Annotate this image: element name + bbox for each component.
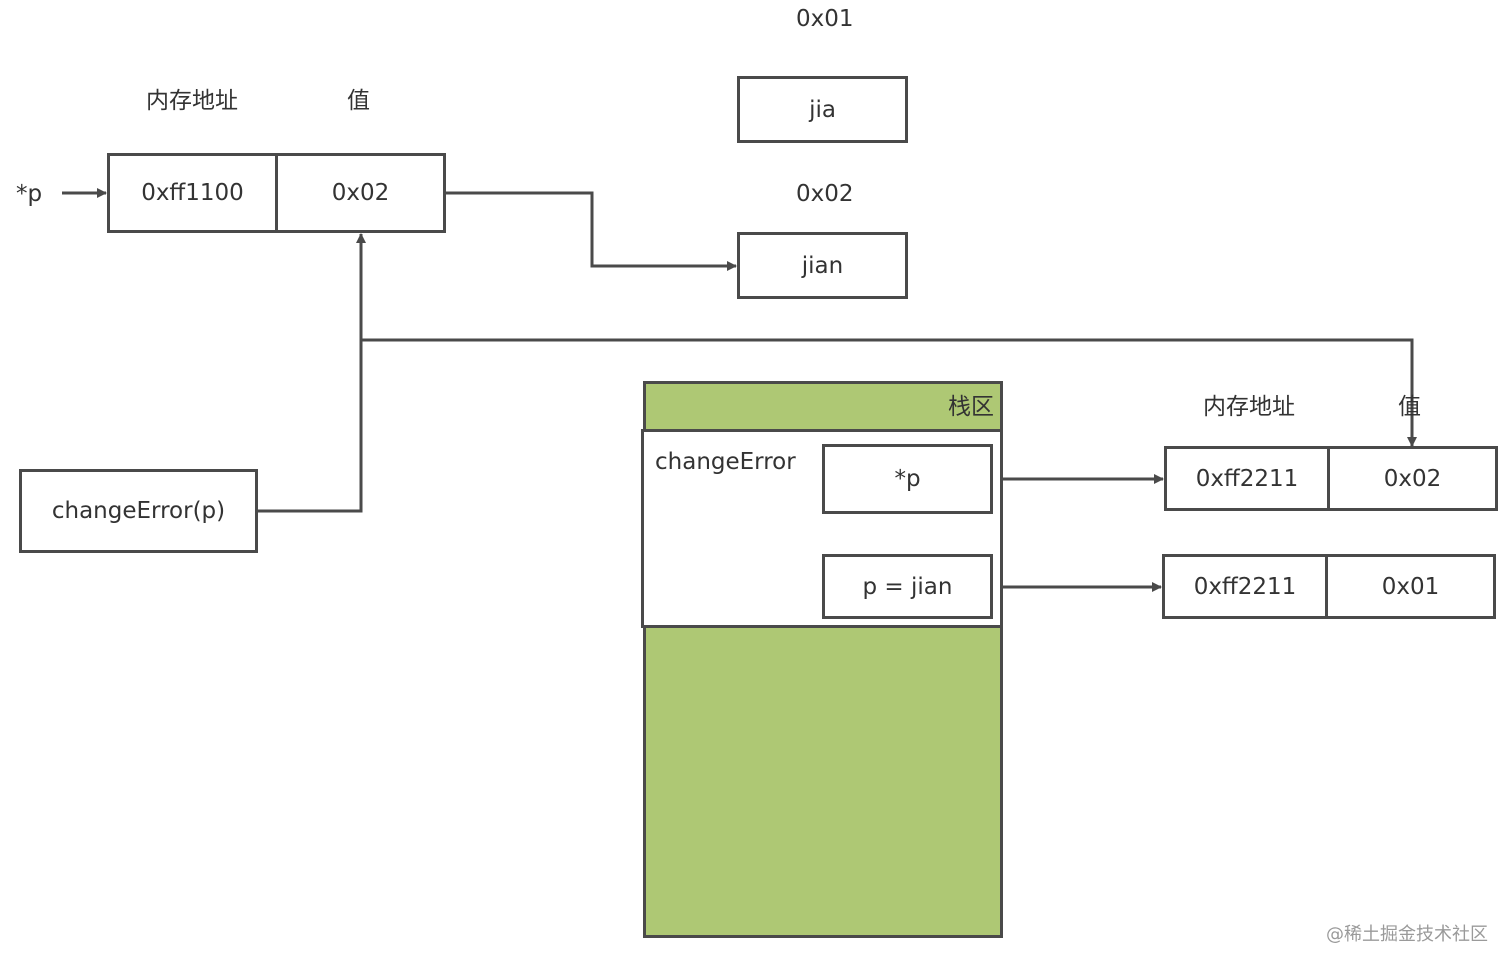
right-addr-header: 内存地址 bbox=[1203, 394, 1295, 420]
top-addr-cell: 0xff1100 bbox=[107, 153, 278, 233]
mem-value-2: jian bbox=[737, 232, 908, 299]
mem-addr-1: 0x01 bbox=[796, 6, 854, 32]
top-addr-header: 内存地址 bbox=[146, 88, 238, 114]
mem-addr-2: 0x02 bbox=[796, 181, 854, 207]
value-to-jian-arrow bbox=[446, 191, 737, 271]
call-to-value-arrow bbox=[257, 233, 366, 513]
top-val-header: 值 bbox=[347, 88, 370, 114]
watermark: @稀土掘金技术社区 bbox=[1326, 924, 1488, 945]
right-row2-addr: 0xff2211 bbox=[1162, 554, 1328, 619]
slot-pointer: *p bbox=[822, 444, 993, 514]
pointer-label: *p bbox=[16, 181, 43, 207]
branch-to-right-value-arrow bbox=[361, 338, 1417, 447]
call-box: changeError(p) bbox=[19, 469, 258, 553]
stack-title: 栈区 bbox=[948, 394, 994, 420]
mem-value-1: jia bbox=[737, 76, 908, 143]
slot-assign: p = jian bbox=[822, 554, 993, 619]
frame-name: changeError bbox=[655, 449, 796, 475]
right-row1-val: 0x02 bbox=[1327, 446, 1498, 511]
right-row2-val: 0x01 bbox=[1325, 554, 1496, 619]
right-row1-addr: 0xff2211 bbox=[1164, 446, 1330, 511]
top-val-cell: 0x02 bbox=[275, 153, 446, 233]
right-val-header: 值 bbox=[1398, 394, 1421, 420]
